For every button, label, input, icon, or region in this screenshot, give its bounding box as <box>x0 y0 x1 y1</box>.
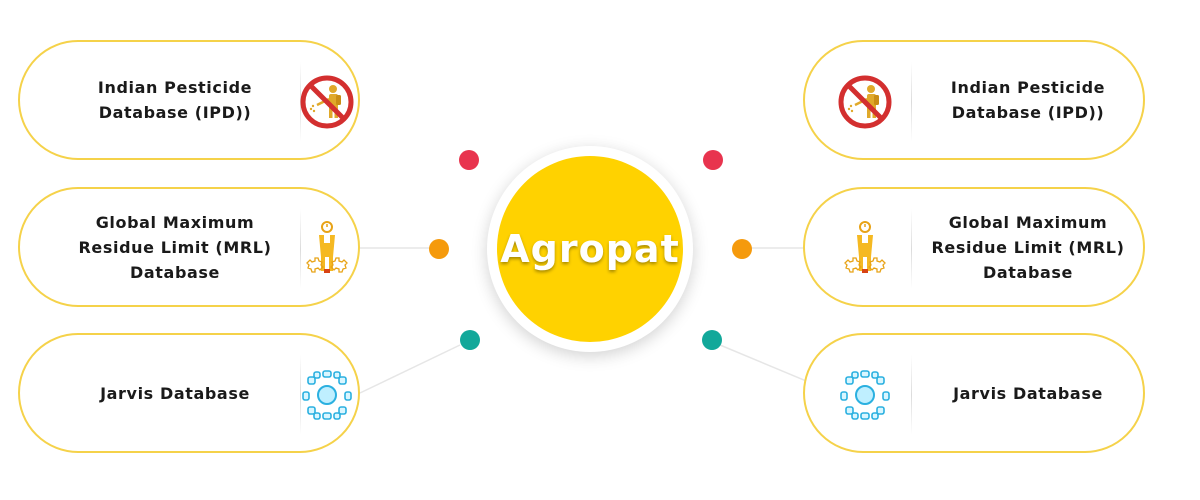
agropat-hub[interactable]: Agropat <box>487 146 693 352</box>
card-divider <box>911 209 912 289</box>
dot-red-right <box>703 150 723 170</box>
card-divider <box>911 355 912 435</box>
ring-network-icon <box>297 365 357 425</box>
ring-network-icon <box>835 365 895 425</box>
card-left-jarvis[interactable]: Jarvis Database <box>18 333 360 453</box>
card-label: Jarvis Database <box>953 383 1103 403</box>
dot-teal-left <box>460 330 480 350</box>
hub-title: Agropat <box>500 227 680 271</box>
card-right-mrl[interactable]: Global Maximum Residue Limit (MRL) Datab… <box>803 187 1145 307</box>
person-gears-icon <box>835 219 895 279</box>
no-spraying-icon <box>835 72 895 132</box>
dot-teal-right <box>702 330 722 350</box>
no-spraying-icon <box>297 72 357 132</box>
card-left-mrl[interactable]: Global Maximum Residue Limit (MRL) Datab… <box>18 187 360 307</box>
card-right-jarvis[interactable]: Jarvis Database <box>803 333 1145 453</box>
dot-orange-left <box>429 239 449 259</box>
card-divider <box>911 62 912 142</box>
dot-red-left <box>459 150 479 170</box>
card-right-ipd[interactable]: Indian Pesticide Database (IPD)) <box>803 40 1145 160</box>
card-left-ipd[interactable]: Indian Pesticide Database (IPD)) <box>18 40 360 160</box>
person-gears-icon <box>297 219 357 279</box>
card-label: Jarvis Database <box>100 383 250 403</box>
card-label: Global Maximum Residue Limit (MRL) Datab… <box>78 212 272 282</box>
card-label: Indian Pesticide Database (IPD)) <box>950 78 1106 122</box>
dot-orange-right <box>732 239 752 259</box>
card-label: Indian Pesticide Database (IPD)) <box>97 78 253 122</box>
card-divider <box>300 355 301 435</box>
connector-left-bottom <box>359 344 461 394</box>
agropat-hub-circle: Agropat <box>497 156 683 342</box>
card-label: Global Maximum Residue Limit (MRL) Datab… <box>931 212 1125 282</box>
card-divider <box>300 209 301 289</box>
